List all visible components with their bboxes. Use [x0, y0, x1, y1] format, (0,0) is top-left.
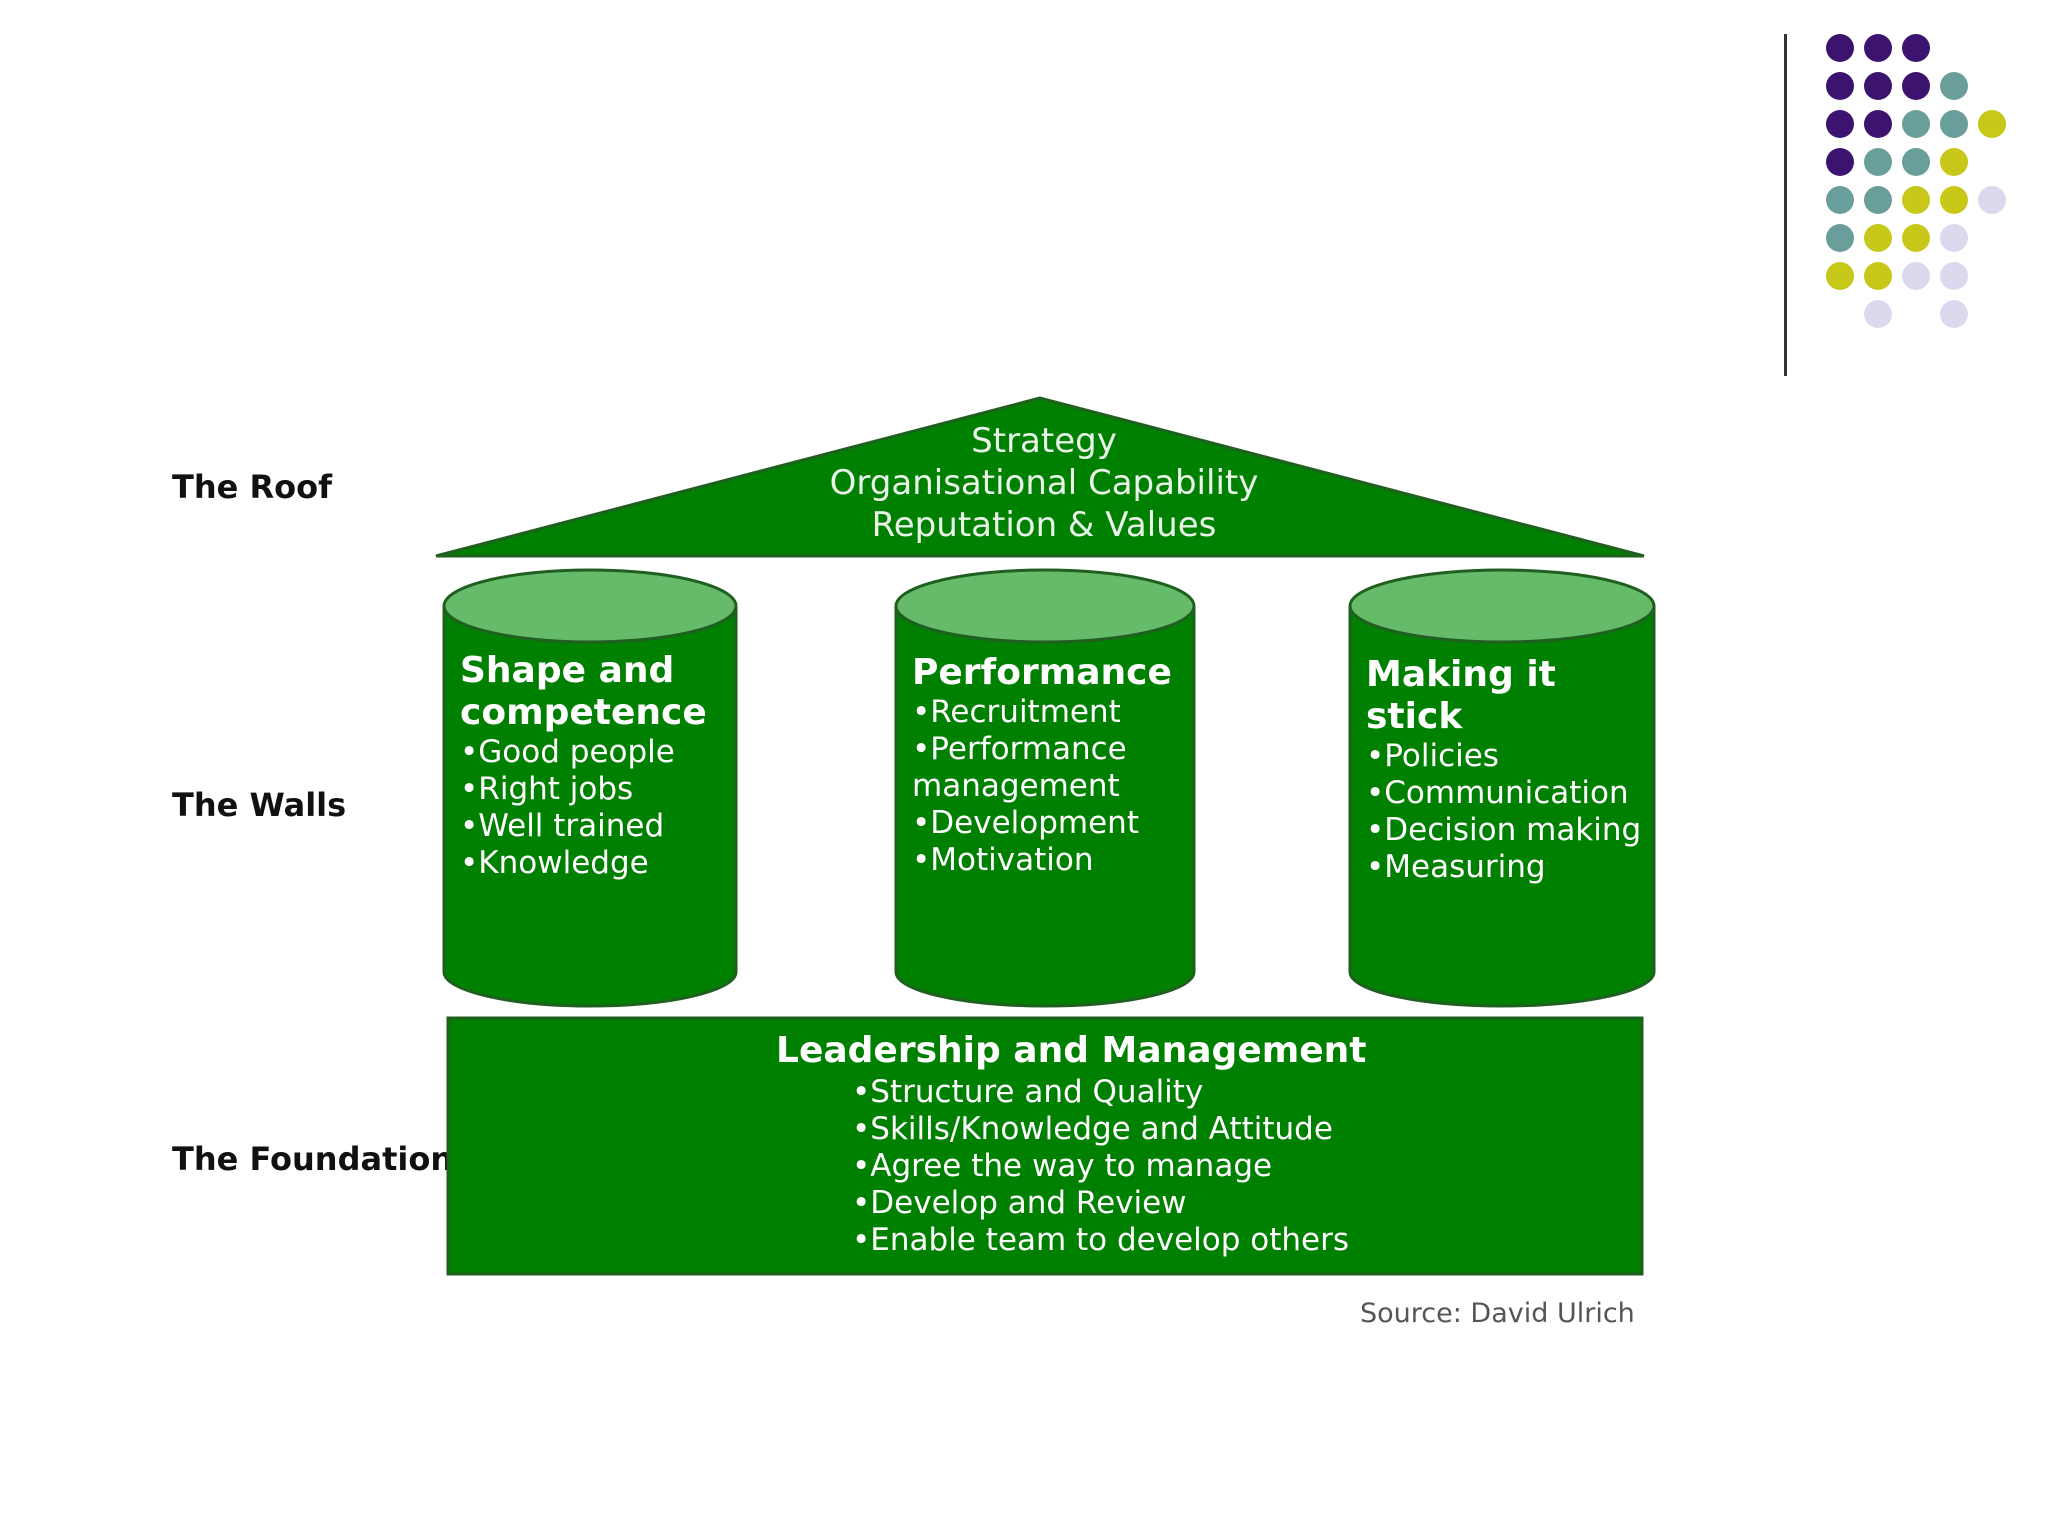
decorative-dot [1826, 148, 1854, 176]
pillar-3-item: •Measuring [1366, 849, 1546, 885]
pillar-making-it-stick [1348, 568, 1656, 1008]
decorative-dot [1978, 110, 2006, 138]
decorative-dot [1902, 186, 1930, 214]
decorative-dot [1940, 300, 1968, 328]
pillar-3-title-line-1: Making it [1366, 654, 1556, 695]
decorative-dot [1864, 110, 1892, 138]
decorative-dot [1826, 110, 1854, 138]
pillar-2-item: •Motivation [912, 842, 1094, 878]
pillar-1-item: •Well trained [460, 808, 665, 844]
label-walls: The Walls [172, 786, 347, 824]
pillar-1-title-line-1: Shape and [460, 650, 675, 691]
pillar-3-text: Making it stick •Policies •Communication… [1366, 654, 1641, 886]
pillar-2-item: •Performance [912, 731, 1127, 767]
decorative-dot [1940, 72, 1968, 100]
decorative-dot [1864, 34, 1892, 62]
decorative-dot [1902, 34, 1930, 62]
divider-line [1784, 34, 1787, 376]
roof-triangle [435, 396, 1645, 558]
decorative-dot [1864, 186, 1892, 214]
pillar-1-item: •Good people [460, 734, 675, 770]
label-roof: The Roof [172, 468, 332, 506]
decorative-dot [1902, 148, 1930, 176]
pillar-shape-competence [442, 568, 738, 1008]
decorative-dot [1826, 34, 1854, 62]
foundation-items: •Structure and Quality •Skills/Knowledge… [852, 1074, 1349, 1259]
decorative-dot [1826, 262, 1854, 290]
decorative-dot [1864, 300, 1892, 328]
pillar-1-item: •Knowledge [460, 845, 649, 881]
label-foundation: The Foundation [172, 1140, 454, 1178]
decorative-dot [1978, 186, 2006, 214]
pillar-3-title-line-2: stick [1366, 696, 1463, 737]
decorative-dot [1902, 72, 1930, 100]
foundation-item: •Enable team to develop others [852, 1222, 1349, 1258]
foundation-item: •Agree the way to manage [852, 1148, 1273, 1184]
decorative-dot [1826, 224, 1854, 252]
pillar-3-item: •Policies [1366, 738, 1499, 774]
pillar-performance [894, 568, 1196, 1008]
pillar-1-item: •Right jobs [460, 771, 634, 807]
pillar-2-text: Performance •Recruitment •Performance ma… [912, 652, 1172, 879]
pillar-2-title-line-1: Performance [912, 652, 1172, 693]
foundation-block [446, 1016, 1644, 1276]
decorative-dot [1864, 72, 1892, 100]
decorative-dot [1940, 262, 1968, 290]
decorative-dot [1902, 224, 1930, 252]
decorative-dot [1940, 148, 1968, 176]
decorative-dot [1940, 186, 1968, 214]
roof-line-3: Reputation & Values [872, 505, 1217, 545]
decorative-dot [1902, 110, 1930, 138]
roof-line-1: Strategy [971, 421, 1117, 461]
decorative-dot [1940, 110, 1968, 138]
foundation-item: •Develop and Review [852, 1185, 1187, 1221]
pillar-2-item: •Development [912, 805, 1139, 841]
decorative-dot [1940, 224, 1968, 252]
decorative-dot [1826, 186, 1854, 214]
pillar-1-title-line-2: competence [460, 692, 707, 733]
pillar-2-item: •Recruitment [912, 694, 1121, 730]
roof-line-2: Organisational Capability [830, 463, 1259, 503]
foundation-item: •Structure and Quality [852, 1074, 1204, 1110]
decorative-dot [1864, 224, 1892, 252]
source-credit: Source: David Ulrich [1360, 1298, 1635, 1329]
pillar-2-item: management [912, 768, 1120, 804]
decorative-dot [1826, 72, 1854, 100]
foundation-item: •Skills/Knowledge and Attitude [852, 1111, 1333, 1147]
decorative-dot [1902, 262, 1930, 290]
pillar-3-item: •Decision making [1366, 812, 1642, 848]
decorative-dot [1864, 262, 1892, 290]
decorative-dot [1864, 148, 1892, 176]
pillar-1-text: Shape and competence •Good people •Right… [460, 650, 707, 882]
foundation-title: Leadership and Management [776, 1030, 1367, 1071]
pillar-3-item: •Communication [1366, 775, 1629, 811]
